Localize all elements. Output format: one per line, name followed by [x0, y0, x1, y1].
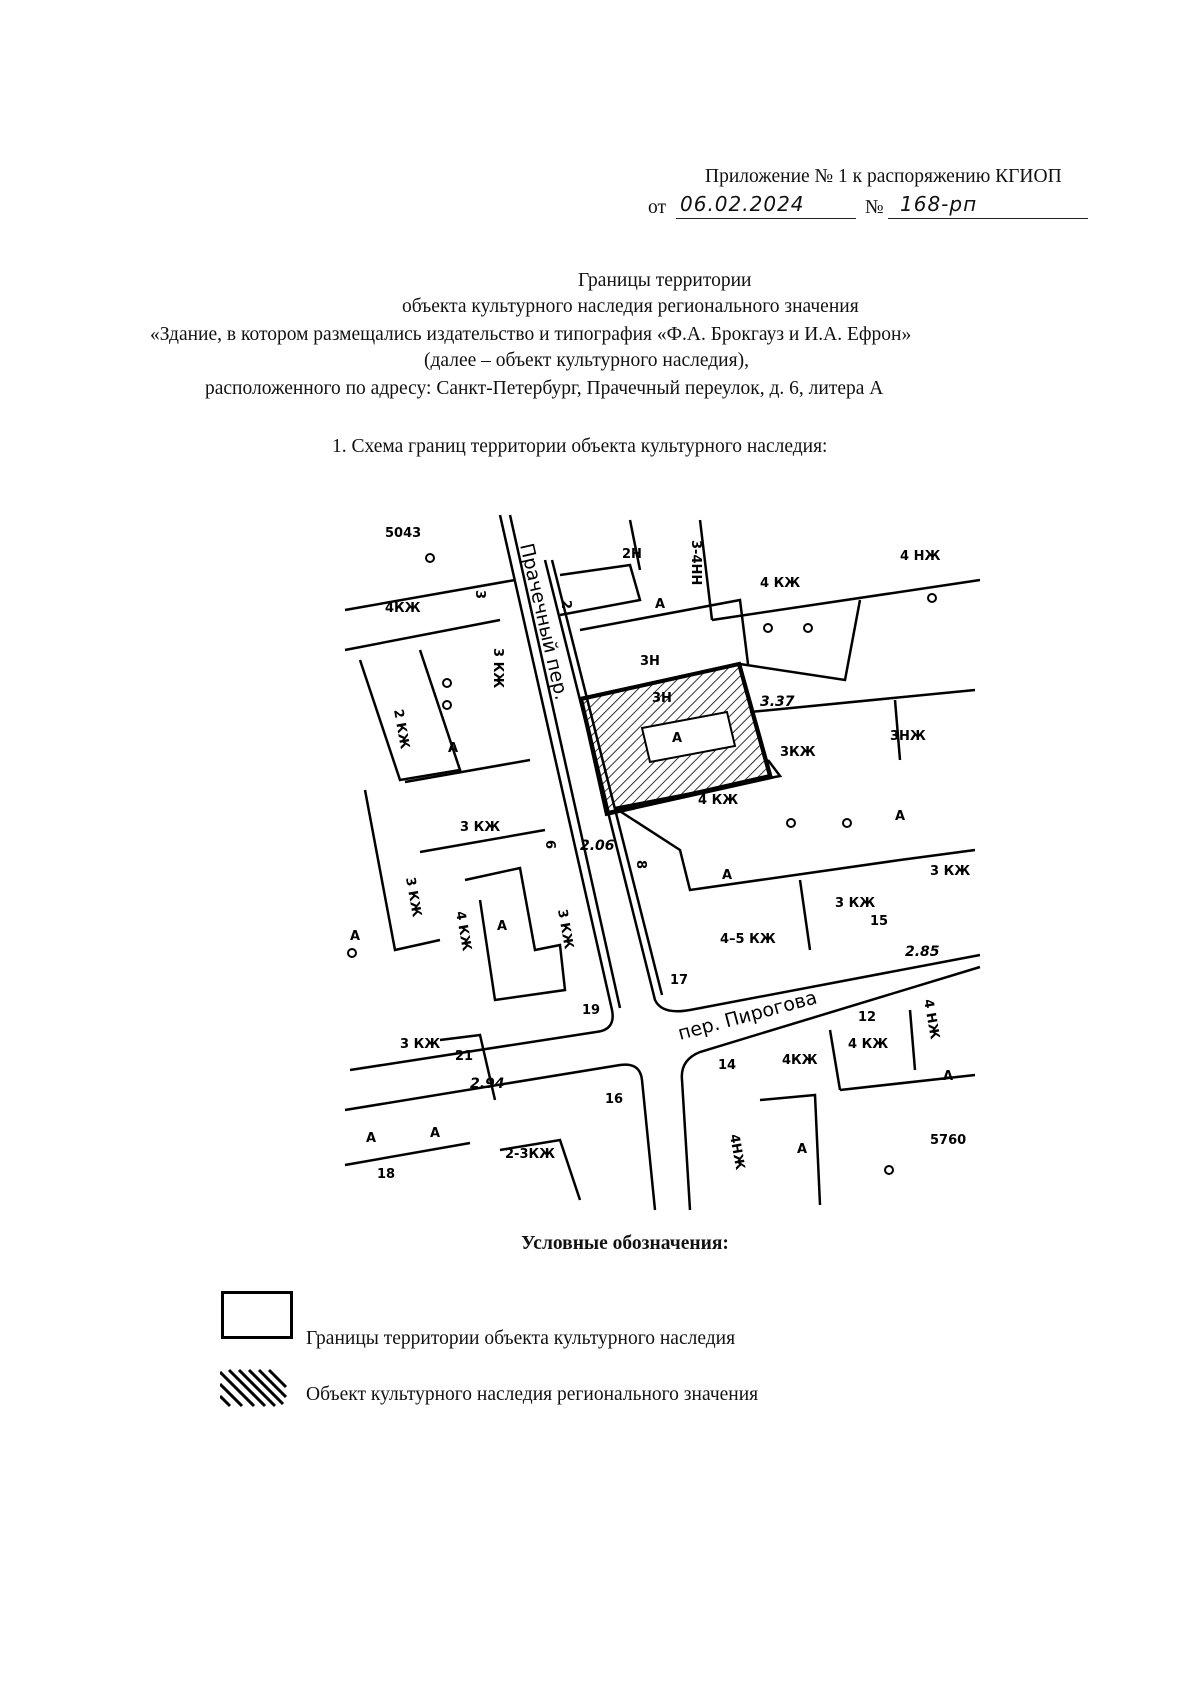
map-label: 4–5 КЖ [720, 932, 776, 947]
street-edge [543, 559, 981, 1013]
map-label: А [350, 929, 360, 944]
title-line-4: (далее – объект культурного наследия), [424, 350, 749, 371]
territory-boundary [579, 661, 774, 817]
map-label: 2Н [622, 547, 642, 562]
courtyard [640, 710, 737, 764]
title-line-5: расположенного по адресу: Санкт-Петербур… [205, 378, 884, 399]
map-label: 3 КЖ [460, 820, 500, 835]
number-label: № [865, 197, 884, 218]
street-edge [508, 514, 622, 1009]
map-label: 15 [870, 914, 888, 929]
section-heading: 1. Схема границ территории объекта культ… [332, 436, 828, 457]
legend-item-hatched: Объект культурного наследия региональног… [306, 1384, 759, 1405]
from-label: от [648, 197, 667, 218]
map-label: 18 [377, 1167, 395, 1182]
map-label: 5760 [930, 1133, 966, 1148]
elevation-label: 2.06 [580, 838, 615, 854]
title-line-1: Границы территории [578, 270, 752, 291]
map-label: 3КЖ [780, 745, 816, 760]
map-label: А [797, 1142, 807, 1157]
map-label: 4 КЖ [848, 1037, 888, 1052]
elevation-label: 3.37 [760, 694, 795, 710]
map-label: 3-4НН [688, 540, 703, 585]
map-label: 6 [542, 840, 557, 849]
number-handwritten: 168-рп [900, 192, 978, 216]
elevation-label: 2.94 [470, 1076, 505, 1092]
street-edge [349, 514, 614, 1072]
map-label: 4 КЖ [698, 793, 738, 808]
map-label: 2 [558, 600, 573, 609]
map-label: 14 [718, 1058, 736, 1073]
map-label: 2-3КЖ [505, 1147, 555, 1162]
appendix-line: Приложение № 1 к распоряжению КГИОП [705, 166, 1062, 187]
map-label: 3 КЖ [402, 876, 424, 918]
map-label: 19 [582, 1003, 600, 1018]
street-label-pirogova: пер. Пирогова [676, 987, 820, 1045]
map-label: 3 КЖ [400, 1037, 440, 1052]
map-label: А [497, 919, 507, 934]
map-label: 4 КЖ [452, 910, 474, 952]
hatched-fill-icon [220, 1368, 288, 1408]
map-label: А [430, 1126, 440, 1141]
map-label: 17 [670, 973, 688, 988]
cadastral-map: Прачечный пер. пер. Пирогова 3.37 2.06 2… [344, 514, 981, 1211]
map-label: 5043 [385, 526, 421, 541]
map-label: 3 КЖ [835, 896, 875, 911]
elevation-label: 2.85 [905, 944, 940, 960]
title-line-2: объекта культурного наследия регионально… [402, 296, 859, 317]
map-label: 3Н [640, 654, 660, 669]
date-underline [676, 218, 856, 219]
map-label: 4НЖ [726, 1133, 747, 1171]
map-label: 4КЖ [782, 1053, 818, 1068]
map-label: 4 КЖ [760, 576, 800, 591]
number-underline [888, 218, 1088, 219]
legend-title: Условные обозначения: [521, 1233, 729, 1254]
map-label: 4КЖ [385, 601, 421, 616]
map-circles [347, 553, 937, 1175]
map-label: 2 КЖ [390, 708, 412, 750]
map-label: А [722, 868, 732, 883]
street-edge [680, 965, 981, 1211]
map-label: 4 НЖ [920, 998, 942, 1040]
map-label: А [943, 1069, 953, 1084]
map-label: 3 КЖ [554, 908, 576, 950]
map-label: 3 КЖ [490, 648, 505, 688]
legend-item-boundary: Границы территории объекта культурного н… [306, 1328, 736, 1349]
title-line-3: «Здание, в котором размещались издательс… [150, 324, 912, 345]
map-label: А [655, 597, 665, 612]
map-label: 8 [633, 860, 648, 869]
street-edge [344, 1141, 471, 1167]
map-label: 16 [605, 1092, 623, 1107]
street-edge [344, 1063, 657, 1211]
boundary-rectangle-icon [221, 1291, 293, 1339]
map-label: А [895, 809, 905, 824]
map-label: 3НЖ [890, 729, 926, 744]
map-label: А [448, 741, 458, 756]
date-handwritten: 06.02.2024 [680, 192, 805, 216]
map-label: А [672, 731, 682, 746]
map-label: 12 [858, 1010, 876, 1025]
map-label: 4 НЖ [900, 549, 940, 564]
map-linework [344, 514, 981, 1211]
map-label: 21 [455, 1049, 473, 1064]
map-label: 3 [472, 590, 487, 599]
map-label: 3 КЖ [930, 864, 970, 879]
map-label: 3Н [652, 691, 672, 706]
map-label: А [366, 1131, 376, 1146]
